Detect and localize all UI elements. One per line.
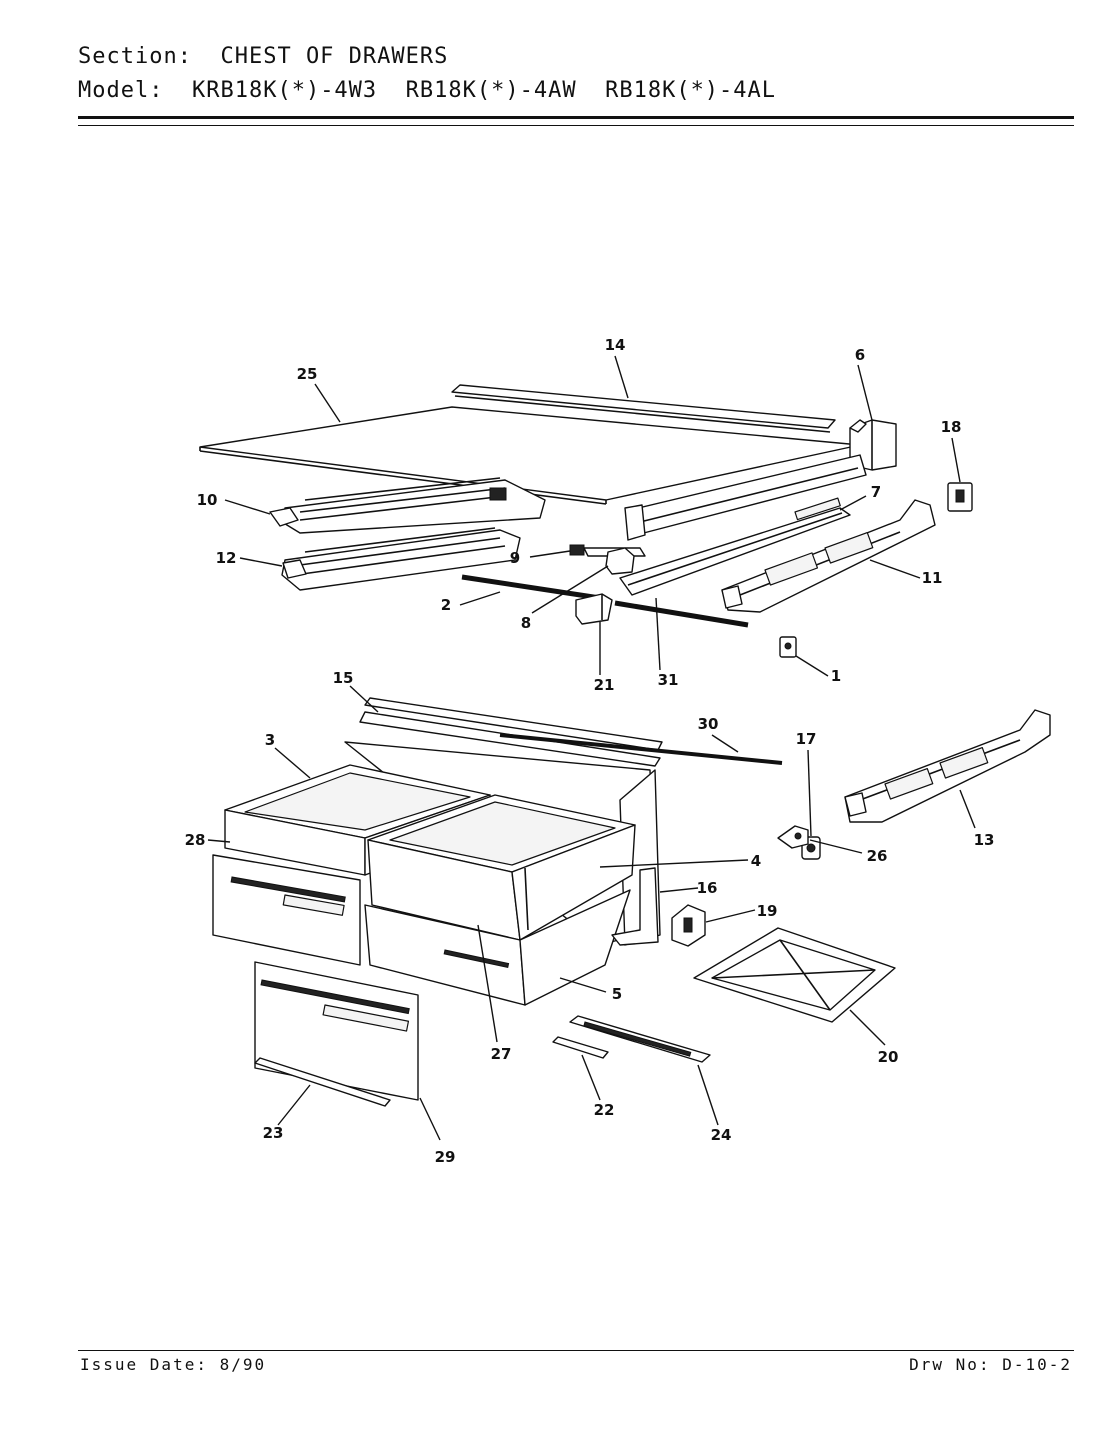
footer-rule	[78, 1350, 1074, 1351]
part-end-cap	[575, 593, 613, 625]
callout-11: 11	[922, 569, 943, 587]
model-numbers: KRB18K(*)-4W3 RB18K(*)-4AW RB18K(*)-4AL	[191, 78, 777, 103]
callout-28: 28	[185, 831, 206, 849]
section-line: Section: CHEST OF DRAWERS	[78, 44, 448, 69]
drawing-number: Drw No: D-10-2	[909, 1355, 1072, 1374]
callout-18: 18	[941, 418, 962, 436]
part-right-rail	[721, 499, 936, 613]
part-rod	[461, 574, 749, 628]
callout-21: 21	[594, 676, 615, 694]
callout-13: 13	[974, 831, 995, 849]
model-key: Model:	[78, 78, 164, 103]
part-bracket-19	[671, 904, 706, 947]
callout-1: 1	[831, 667, 841, 685]
header-rule-thick	[78, 116, 1074, 119]
part-bottom-pan	[364, 889, 631, 1006]
callout-16: 16	[697, 879, 718, 897]
callout-4: 4	[751, 852, 761, 870]
part-crisper-frame	[693, 927, 896, 1023]
callout-25: 25	[297, 365, 318, 383]
part-clip-1	[779, 636, 797, 658]
model-line: Model: KRB18K(*)-4W3 RB18K(*)-4AW RB18K(…	[78, 78, 776, 103]
callout-7: 7	[871, 483, 881, 501]
callout-19: 19	[757, 902, 778, 920]
callout-5: 5	[612, 985, 622, 1003]
part-right-drawer	[367, 794, 636, 941]
part-left-rail-upper	[269, 477, 546, 534]
part-rear-trim-strip	[451, 384, 836, 433]
section-title: CHEST OF DRAWERS	[220, 44, 449, 69]
part-bracket	[605, 547, 635, 575]
callout-8: 8	[521, 614, 531, 632]
part-front-panel	[254, 961, 419, 1101]
callout-10: 10	[197, 491, 218, 509]
callout-6: 6	[855, 346, 865, 364]
callout-2: 2	[441, 596, 451, 614]
callout-31: 31	[658, 671, 679, 689]
header-rule-thin	[78, 125, 1074, 126]
part-left-rail-lower	[281, 527, 521, 591]
callout-20: 20	[878, 1048, 899, 1066]
leader-lines	[207, 355, 976, 1141]
part-latch	[777, 825, 809, 849]
part-handle	[569, 1015, 711, 1063]
part-rod-30	[499, 733, 783, 765]
part-lower-rail	[844, 709, 1051, 823]
callout-15: 15	[333, 669, 354, 687]
callout-labels: 14 6 25 18 10 7 12 9 11 2 8 1 21 31 15 3…	[185, 336, 995, 1166]
callout-30: 30	[698, 715, 719, 733]
callout-3: 3	[265, 731, 275, 749]
callout-22: 22	[594, 1101, 615, 1119]
part-left-drawer-front	[212, 854, 361, 966]
callout-14: 14	[605, 336, 626, 354]
callout-26: 26	[867, 847, 888, 865]
callout-24: 24	[711, 1126, 732, 1144]
callout-17: 17	[796, 730, 817, 748]
callout-9: 9	[510, 549, 520, 567]
part-front-trim	[359, 697, 663, 767]
callout-29: 29	[435, 1148, 456, 1166]
callout-12: 12	[216, 549, 237, 567]
issue-date: Issue Date: 8/90	[80, 1355, 267, 1374]
callout-23: 23	[263, 1124, 284, 1142]
section-key: Section:	[78, 44, 192, 69]
part-handle-strip	[552, 1036, 609, 1059]
callout-27: 27	[491, 1045, 512, 1063]
part-side-panel	[611, 867, 659, 946]
part-shelf-frame	[624, 454, 867, 541]
part-trim-strip-23	[254, 1057, 391, 1107]
part-clip-18	[947, 482, 973, 512]
part-slide-rail	[619, 497, 851, 596]
